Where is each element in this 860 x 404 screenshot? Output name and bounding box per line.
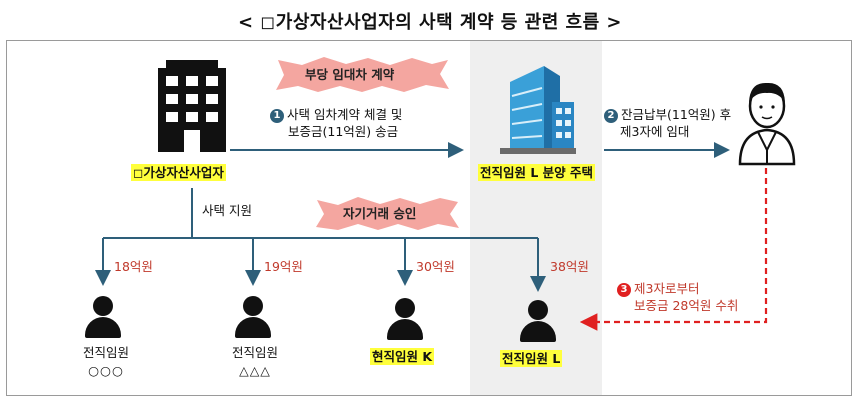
house-label: 전직임원 L 분양 주택 [478, 164, 596, 181]
step3-number: 3 [617, 283, 631, 297]
page-title: < ◻가상자산사업자의 사택 계약 등 관련 흐름 > [238, 12, 622, 33]
person-icon [387, 298, 423, 340]
dashed-return-line [579, 168, 768, 331]
step3-line2: 보증금 28억원 수취 [634, 298, 739, 313]
burst-top-shape [276, 57, 449, 92]
recipient-sub: ○○○ [88, 363, 124, 378]
step2-number: 2 [604, 109, 618, 123]
office-building-icon [158, 60, 226, 152]
diagram-frame [6, 40, 852, 396]
burst-top-label: 부당 임대차 계약 [305, 67, 395, 82]
support-label: 사택 지원 [202, 203, 252, 218]
step1-number: 1 [270, 109, 284, 123]
recipient-name-highlight: 전직임원 L [500, 350, 563, 367]
amount-label: 30억원 [416, 259, 455, 274]
recipient-name: 전직임원 [82, 345, 129, 360]
burst-mid-shape [316, 197, 459, 230]
apartment-tower-icon [500, 66, 576, 154]
amount-label: 19억원 [264, 259, 303, 274]
company-label: ◻가상자산사업자 [131, 164, 226, 181]
person-icon [520, 300, 556, 342]
businessman-icon [738, 82, 796, 166]
step1-line2: 보증금(11억원) 송금 [288, 124, 399, 139]
person-icon [85, 296, 121, 338]
recipient-name: 전직임원 [231, 345, 278, 360]
amount-label: 18억원 [114, 259, 153, 274]
amount-label: 38억원 [550, 259, 589, 274]
step2-line2: 제3자에 임대 [620, 124, 690, 139]
person-icon [235, 296, 271, 338]
recipient-sub: △△△ [239, 363, 271, 378]
burst-mid-label: 자기거래 승인 [343, 206, 417, 221]
recipient-name-highlight: 현직임원 K [370, 348, 435, 365]
